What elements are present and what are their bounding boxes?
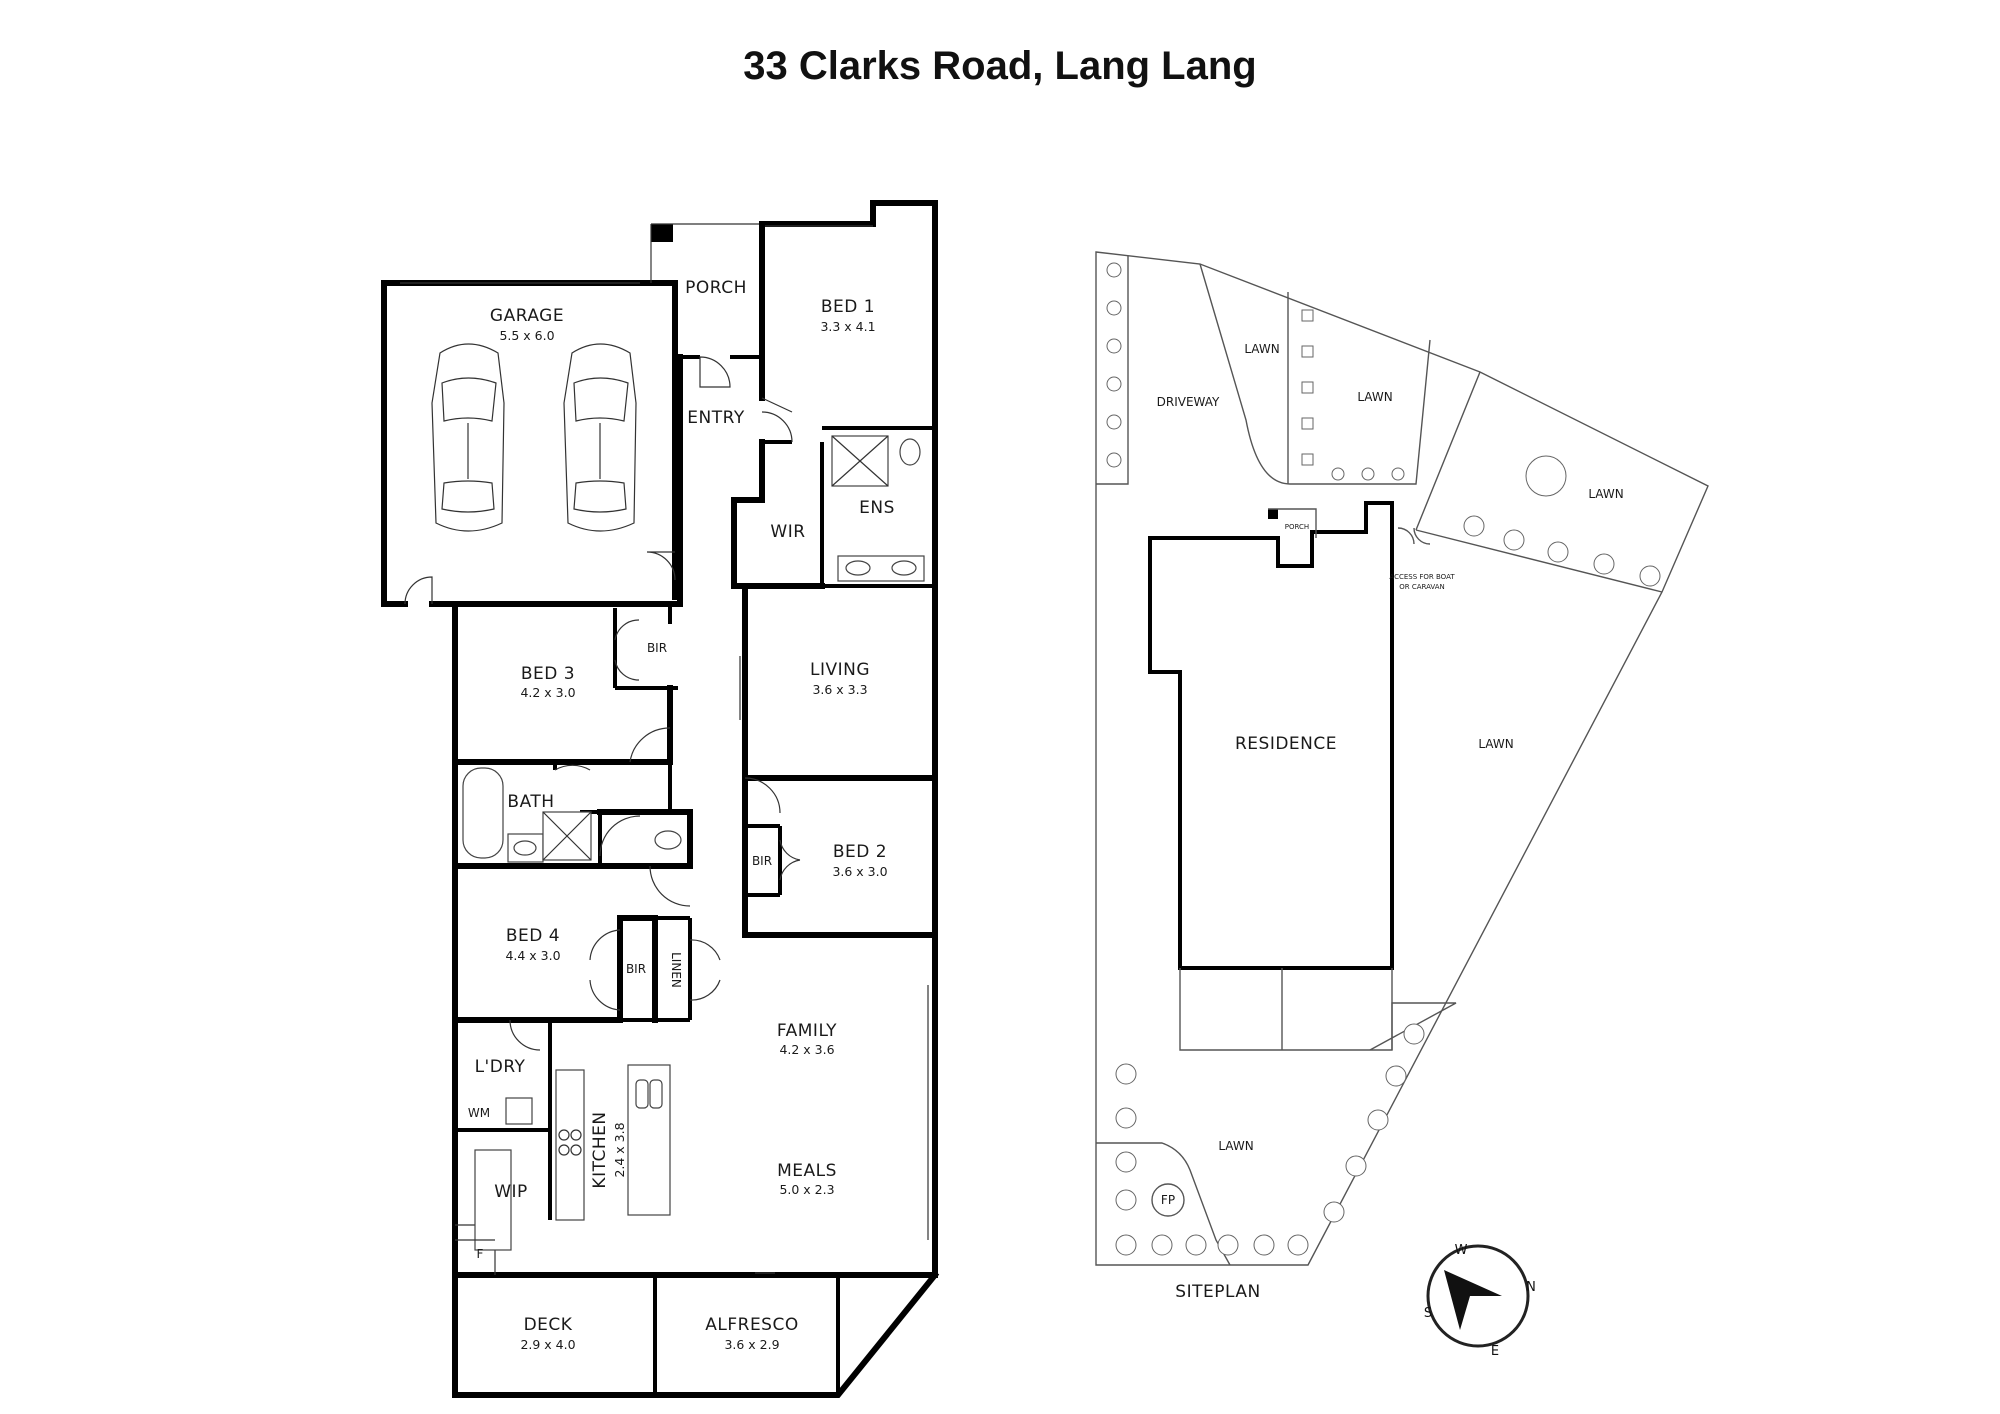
site-porch-label: PORCH [1285, 523, 1309, 531]
room-garage: GARAGE [490, 306, 564, 326]
site-residence-label: RESIDENCE [1235, 734, 1337, 754]
site-access-label-1: ACCESS FOR BOAT [1389, 573, 1455, 581]
compass-n: N [1526, 1280, 1536, 1295]
room-kitchen-dims: 2.4 x 3.8 [612, 1122, 627, 1177]
room-labels: GARAGE 5.5 x 6.0 PORCH BED 1 3.3 x 4.1 E… [468, 278, 895, 1352]
room-garage-dims: 5.5 x 6.0 [499, 328, 554, 343]
site-access-label-2: OR CARAVAN [1399, 583, 1445, 591]
walls [381, 200, 940, 1398]
site-fireplace-label: FP [1161, 1193, 1175, 1207]
fixtures [455, 435, 925, 1251]
room-bed-3: BED 3 [521, 664, 575, 684]
room-porch: PORCH [685, 278, 747, 298]
porch-column [1268, 509, 1278, 519]
room-bed-2: BED 2 [833, 842, 887, 862]
room-bed-3-dims: 4.2 x 3.0 [520, 685, 575, 700]
room-fridge: F [477, 1247, 484, 1261]
residence-footprint [1148, 501, 1394, 970]
room-alfresco: ALFRESCO [705, 1315, 798, 1335]
room-deck: DECK [524, 1315, 573, 1335]
site-lawn-3-label: LAWN [1588, 487, 1623, 501]
toilet-icon [654, 830, 682, 850]
room-kitchen: KITCHEN [590, 1111, 610, 1188]
compass-ring [1426, 1244, 1530, 1348]
room-family-dims: 4.2 x 3.6 [779, 1042, 834, 1057]
compass-arrow-icon [1444, 1270, 1502, 1330]
room-meals: MEALS [777, 1161, 837, 1181]
fireplace-circle [1151, 1183, 1185, 1217]
room-bed-3-bir: BIR [647, 641, 667, 655]
bathtub [462, 767, 504, 859]
room-entry: ENTRY [687, 408, 745, 428]
room-bed-1-dims: 3.3 x 4.1 [820, 319, 875, 334]
compass-s: S [1424, 1306, 1432, 1321]
tree-icon [1106, 262, 1661, 1256]
room-meals-dims: 5.0 x 2.3 [779, 1182, 834, 1197]
compass-w: W [1455, 1243, 1468, 1258]
site-boundary [1095, 251, 1709, 1266]
site-lawn-2-label: LAWN [1357, 390, 1392, 404]
doors [404, 356, 801, 1275]
room-wm: WM [468, 1106, 490, 1120]
room-wip: WIP [494, 1182, 528, 1202]
room-wir: WIR [770, 522, 805, 542]
room-bed-4: BED 4 [506, 926, 560, 946]
room-bed-2-bir: BIR [752, 854, 772, 868]
room-bed-4-dims: 4.4 x 3.0 [505, 948, 560, 963]
room-linen: LINEN [669, 952, 683, 988]
room-bath: BATH [507, 792, 554, 812]
room-living-dims: 3.6 x 3.3 [812, 682, 867, 697]
site-caption: SITEPLAN [1175, 1282, 1260, 1302]
room-living: LIVING [810, 660, 870, 680]
room-bed-2-dims: 3.6 x 3.0 [832, 864, 887, 879]
site-lawn-east-label: LAWN [1478, 737, 1513, 751]
room-bed-1: BED 1 [821, 297, 875, 317]
room-alfresco-dims: 3.6 x 2.9 [724, 1337, 779, 1352]
toilet-icon [899, 438, 921, 466]
room-deck-dims: 2.9 x 4.0 [520, 1337, 575, 1352]
car-icon [563, 343, 637, 532]
porch-column [651, 224, 673, 242]
site-lawn-1-label: LAWN [1244, 342, 1279, 356]
room-family: FAMILY [777, 1021, 837, 1041]
room-laundry: L'DRY [475, 1057, 526, 1077]
car-icon [431, 343, 505, 532]
site-driveway-label: DRIVEWAY [1157, 395, 1220, 409]
siteplan: DRIVEWAY LAWN LAWN LAWN LAWN LAWN RESIDE… [1095, 251, 1709, 1302]
room-bed-4-bir: BIR [626, 962, 646, 976]
floorplan: GARAGE 5.5 x 6.0 PORCH BED 1 3.3 x 4.1 E… [381, 200, 940, 1398]
compass-e: E [1491, 1344, 1499, 1359]
page-title: 33 Clarks Road, Lang Lang [743, 44, 1257, 88]
room-ens: ENS [859, 498, 895, 518]
site-lawn-south-label: LAWN [1218, 1139, 1253, 1153]
compass: W N S E [1424, 1243, 1536, 1359]
